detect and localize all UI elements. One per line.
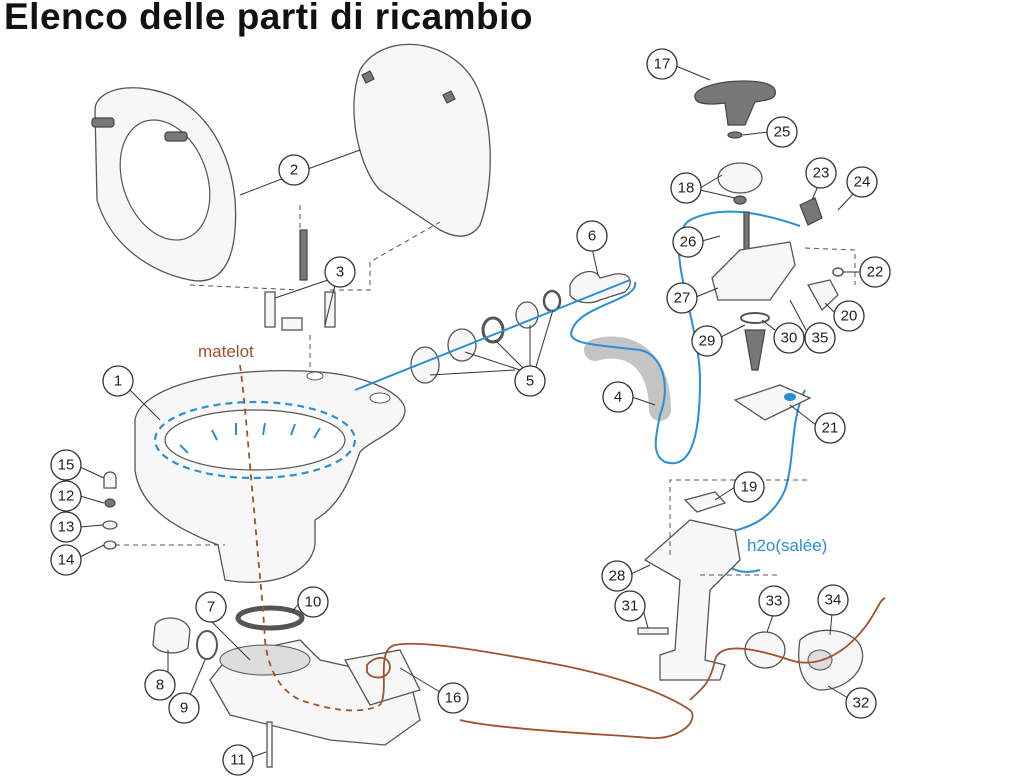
callouts: 1 2 3 4 5 6 7 8 9 10 <box>50 48 891 776</box>
hose-4 <box>584 336 671 421</box>
callout-28: 28 <box>609 568 626 585</box>
outlet-elbow <box>744 629 864 691</box>
callout-3: 3 <box>336 264 344 281</box>
callout-27: 27 <box>674 290 691 307</box>
callout-20: 20 <box>841 308 858 325</box>
callout-29: 29 <box>699 333 716 350</box>
pump-handle <box>694 80 777 205</box>
callout-31: 31 <box>622 598 639 615</box>
hinge-set <box>264 229 336 331</box>
pump-column <box>637 491 741 681</box>
callout-34: 34 <box>825 592 842 609</box>
gasket-21 <box>733 384 812 421</box>
ring-9 <box>196 630 218 660</box>
callout-19: 19 <box>741 479 758 496</box>
callout-12: 12 <box>58 488 75 505</box>
callout-18: 18 <box>678 180 695 197</box>
callout-11: 11 <box>230 752 246 769</box>
toilet-seat <box>91 87 237 282</box>
toilet-bowl <box>134 369 406 583</box>
bracket-20 <box>807 279 839 312</box>
h2o-label: h2o(salée) <box>747 536 827 555</box>
bolt-11 <box>266 721 273 768</box>
callout-32: 32 <box>853 695 870 712</box>
callout-14: 14 <box>58 552 75 569</box>
rim-flush-line <box>153 400 357 480</box>
callout-35: 35 <box>812 330 829 347</box>
washer-22 <box>832 267 844 277</box>
callout-2: 2 <box>290 162 298 179</box>
callout-8: 8 <box>156 677 164 694</box>
callout-16: 16 <box>445 690 462 707</box>
fastener-stack <box>102 471 118 550</box>
callout-22: 22 <box>867 264 884 281</box>
pump-base <box>209 639 421 746</box>
callout-1: 1 <box>114 373 122 390</box>
callout-6: 6 <box>588 228 596 245</box>
page-title: Elenco delle parti di ricambio <box>4 0 534 37</box>
callout-23: 23 <box>813 165 830 182</box>
callout-9: 9 <box>180 700 188 717</box>
toilet-lid <box>353 43 491 237</box>
callout-10: 10 <box>305 594 322 611</box>
callout-4: 4 <box>614 389 622 406</box>
callout-17: 17 <box>654 56 671 73</box>
cap-8 <box>152 617 191 654</box>
lever-23 <box>799 197 823 226</box>
callout-13: 13 <box>58 519 75 536</box>
callout-25: 25 <box>774 124 791 141</box>
callout-30: 30 <box>781 330 798 347</box>
callout-15: 15 <box>58 457 75 474</box>
callout-7: 7 <box>207 599 215 616</box>
callout-24: 24 <box>854 174 871 191</box>
callout-33: 33 <box>766 593 783 610</box>
pump-body <box>711 211 796 371</box>
matelot-label: matelot <box>198 342 254 361</box>
gasket-10 <box>235 605 305 631</box>
callout-5: 5 <box>526 373 534 390</box>
callout-21: 21 <box>822 420 839 437</box>
callout-26: 26 <box>680 234 697 251</box>
